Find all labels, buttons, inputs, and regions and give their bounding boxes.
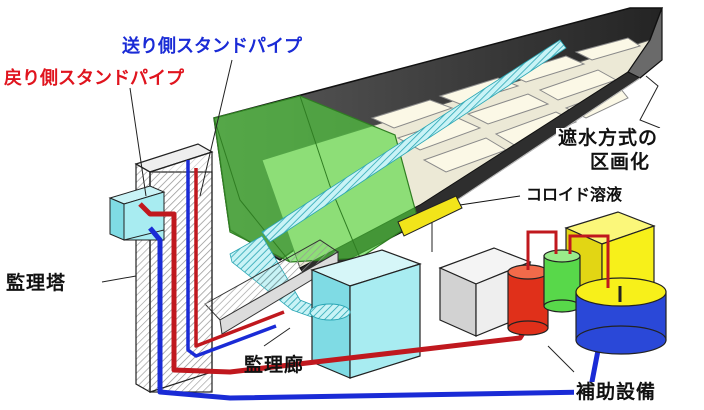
- colloid-solution-label: コロイド溶液: [524, 185, 625, 204]
- monitoring-tower-label: 監理塔: [6, 272, 67, 294]
- main-cyan-pipe: [261, 39, 567, 243]
- auxiliary-equipment-label: 補助設備: [574, 381, 659, 403]
- trough-right-wall: [627, 7, 663, 79]
- return-pipe: [138, 202, 533, 375]
- green-barrier-block: [213, 95, 419, 263]
- leader-lines: [101, 59, 661, 373]
- colloid-solution-strip: [397, 195, 463, 237]
- auxiliary-equipment: [438, 211, 667, 355]
- send-standpipe-label: 送り側スタンドパイプ: [122, 36, 302, 57]
- water-barrier-label-line2: 区画化: [588, 151, 653, 173]
- return-standpipe-label: 戻り側スタンドパイプ: [4, 68, 184, 89]
- water-barrier-label-line1: 遮水方式の: [556, 127, 661, 149]
- monitoring-corridor-label: 監理廊: [244, 354, 305, 376]
